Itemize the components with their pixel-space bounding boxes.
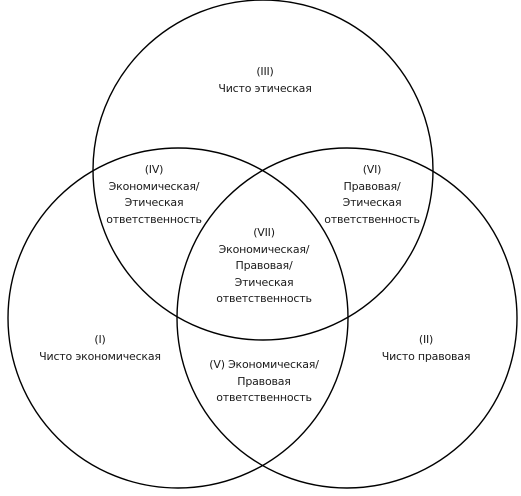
region-purely-ethical-number: (III) [256,65,274,78]
region-purely-legal: (II) Чисто правовая [382,332,471,365]
region-legal-ethical-line-1: Правовая/ [343,179,401,193]
region-economic-legal-ethical-line-3: Этическая [234,275,294,289]
region-economic-legal-ethical-line-1: Экономическая/ [218,242,310,256]
region-legal-ethical-line-2: Этическая [342,196,402,209]
region-economic-ethical-line-1: Экономическая/ [108,179,200,193]
region-legal-ethical: (VI) Правовая/ Этическая ответственность [324,162,420,228]
region-economic-ethical: (IV) Экономическая/ Этическая ответствен… [106,162,202,228]
region-economic-ethical-line-2: Этическая [124,196,184,209]
legal-circle [176,147,518,489]
region-purely-economic-label: Чисто экономическая [39,349,161,363]
region-economic-legal-line-2: Правовая [237,374,291,388]
region-purely-ethical-label: Чисто этическая [218,81,312,95]
region-purely-economic-number: (I) [94,333,106,346]
region-purely-legal-number: (II) [418,333,434,346]
region-purely-ethical: (III) Чисто этическая [218,64,311,97]
region-purely-legal-label: Чисто правовая [381,349,471,363]
region-legal-ethical-number: (VI) [362,163,382,176]
region-economic-legal-ethical: (VII) Экономическая/ Правовая/ Этическая… [216,225,312,308]
economic-circle [7,147,349,489]
region-economic-ethical-number: (IV) [144,163,164,176]
region-economic-legal: (V) Экономическая/ Правовая ответственно… [209,357,319,407]
region-economic-legal-ethical-line-4: ответственность [216,292,312,305]
region-economic-legal-ethical-number: (VII) [253,226,275,239]
region-purely-economic: (I) Чисто экономическая [39,332,161,365]
region-economic-ethical-line-3: ответственность [106,212,202,226]
region-economic-legal-line-1: (V) Экономическая/ [209,358,319,371]
region-economic-legal-ethical-line-2: Правовая/ [235,259,293,272]
region-legal-ethical-line-3: ответственность [324,212,420,226]
region-economic-legal-line-3: ответственность [216,391,312,404]
